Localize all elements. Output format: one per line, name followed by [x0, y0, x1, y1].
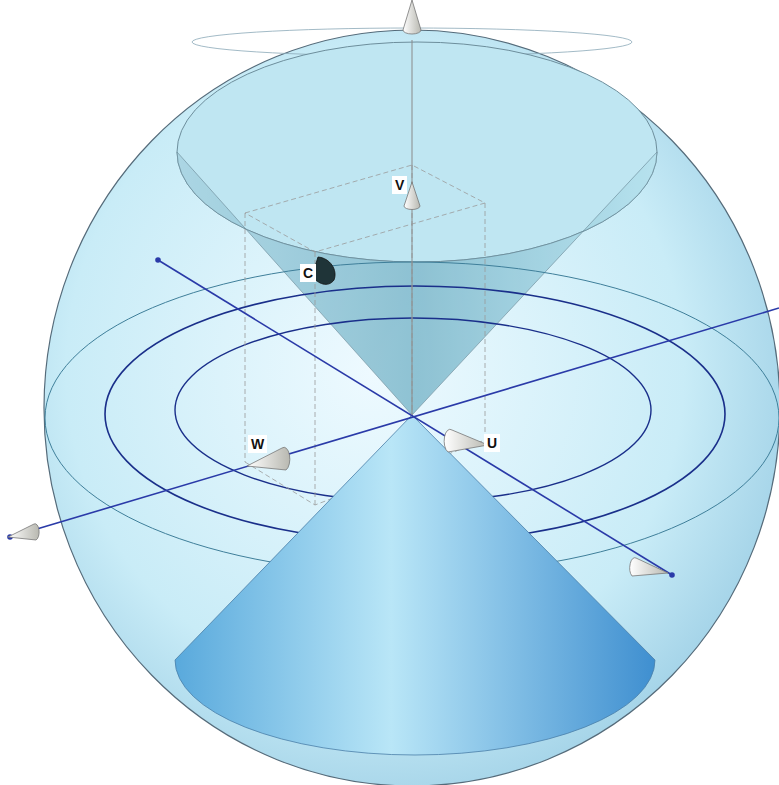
axis-label: U — [484, 434, 500, 452]
axes — [8, 40, 779, 577]
axis-label: C — [300, 264, 316, 282]
sphere — [44, 28, 779, 785]
lower-cone — [175, 415, 655, 755]
upper-cone — [177, 42, 657, 415]
axis-cones — [8, 0, 668, 576]
axis-label: W — [248, 435, 267, 453]
axis-label: V — [392, 176, 407, 194]
